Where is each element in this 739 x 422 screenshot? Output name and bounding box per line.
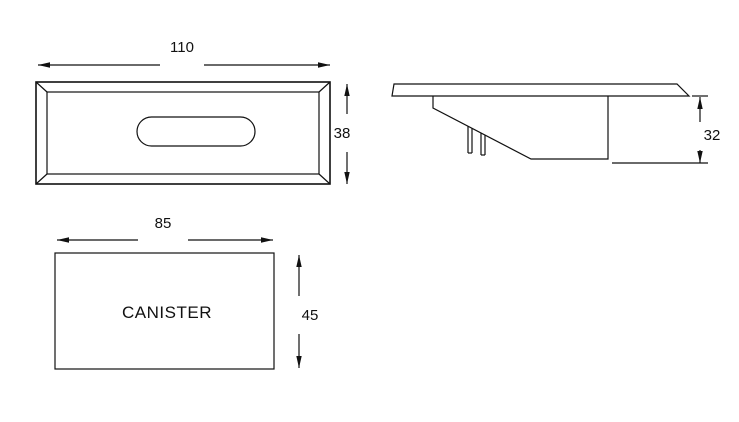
arrow-down-icon	[296, 356, 302, 368]
faceplate-slot	[136, 116, 256, 147]
canister-view: CANISTER 85 45	[54, 215, 318, 370]
arrow-left-icon	[38, 62, 50, 68]
chamfer-line	[35, 81, 48, 93]
dim-value-canister-width: 85	[155, 215, 172, 232]
dim-value-side-height: 32	[704, 127, 721, 144]
dimension-width-canister: 85	[57, 215, 273, 243]
dim-value-canister-height: 45	[302, 307, 319, 324]
faceplate-outer-rect	[35, 81, 331, 185]
side-body	[432, 96, 609, 160]
canister-label: CANISTER	[122, 303, 212, 322]
arrow-left-icon	[57, 237, 69, 243]
canister-rect	[54, 252, 275, 370]
arrow-right-icon	[318, 62, 330, 68]
faceplate-inner-rect	[46, 91, 320, 175]
arrow-right-icon	[261, 237, 273, 243]
dimension-height-side: 32	[697, 97, 720, 163]
chamfer-line	[35, 173, 48, 185]
side-pins	[467, 126, 486, 156]
dim-value-front-height: 38	[334, 125, 351, 142]
chamfer-line	[318, 81, 331, 93]
chamfer-line	[318, 173, 331, 185]
arrow-up-icon	[344, 84, 350, 96]
arrow-down-icon	[697, 151, 703, 163]
dimension-height-canister: 45	[296, 255, 318, 368]
arrow-down-icon	[344, 172, 350, 184]
dim-value-front-width: 110	[170, 39, 194, 56]
front-view: 110 38	[35, 39, 351, 185]
arrow-up-icon	[697, 97, 703, 109]
side-view: 32	[391, 83, 720, 164]
dimension-height-front: 38	[334, 84, 351, 184]
dimension-width-front: 110	[38, 39, 330, 68]
side-plate	[391, 83, 691, 97]
arrow-up-icon	[296, 255, 302, 267]
